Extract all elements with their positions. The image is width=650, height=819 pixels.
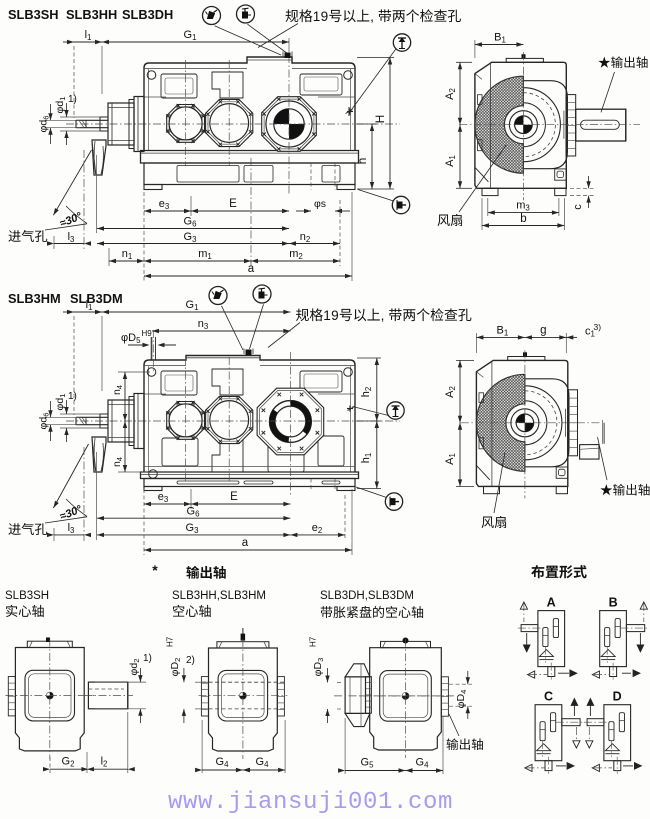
svg-text:m3: m3 (516, 200, 530, 213)
svg-text:B1: B1 (494, 32, 506, 45)
svg-text:l2: l2 (101, 756, 108, 769)
svg-text:A1: A1 (444, 155, 457, 167)
svg-text:,: , (381, 308, 385, 323)
svg-text:SLB3DM: SLB3DM (70, 291, 123, 306)
svg-text:h: h (355, 158, 369, 165)
svg-text:l1: l1 (86, 299, 93, 312)
svg-text:H7: H7 (309, 636, 318, 647)
svg-text:G1: G1 (186, 299, 199, 312)
svg-text:C: C (544, 690, 553, 704)
svg-text:φd6: φd6 (38, 413, 51, 430)
svg-text:e2: e2 (312, 522, 323, 535)
svg-text:G3: G3 (184, 231, 198, 244)
svg-text:www.jiansuji001.com: www.jiansuji001.com (168, 789, 453, 816)
svg-text:φs: φs (314, 198, 326, 210)
svg-text:A: A (547, 596, 556, 610)
svg-text:n1: n1 (122, 248, 133, 261)
svg-text:h2: h2 (360, 387, 373, 398)
svg-text:G1: G1 (184, 29, 197, 42)
svg-text:1): 1) (68, 94, 77, 105)
svg-text:a: a (242, 537, 249, 549)
svg-text:l3: l3 (68, 522, 75, 535)
svg-text:B: B (609, 596, 618, 610)
svg-text:φd1: φd1 (54, 97, 67, 114)
svg-text:m2: m2 (289, 248, 303, 261)
svg-text:*: * (152, 562, 158, 578)
svg-text:1): 1) (68, 391, 77, 402)
svg-text:G6: G6 (187, 506, 201, 519)
svg-text:SLB3HM: SLB3HM (8, 291, 61, 306)
svg-text:φD5: φD5 (121, 332, 141, 345)
svg-text:n2: n2 (300, 231, 311, 244)
svg-text:D: D (613, 690, 622, 704)
svg-text:SLB3HH: SLB3HH (66, 7, 117, 22)
svg-text:B1: B1 (497, 325, 509, 338)
svg-text:g: g (540, 325, 546, 337)
svg-text:n4: n4 (111, 457, 124, 467)
svg-text:G5: G5 (361, 757, 375, 770)
svg-text:c1: c1 (585, 326, 595, 339)
svg-text:A2: A2 (444, 386, 457, 398)
svg-text:,: , (370, 9, 374, 24)
svg-text:SLB3DH,SLB3DM: SLB3DH,SLB3DM (320, 590, 414, 602)
svg-text:E: E (229, 198, 237, 210)
svg-text:h1: h1 (360, 453, 373, 464)
svg-text:H7: H7 (166, 636, 175, 647)
svg-text:1: 1 (313, 9, 321, 24)
svg-text:SLB3SH: SLB3SH (8, 7, 59, 22)
svg-text:φd1: φd1 (54, 394, 67, 411)
svg-text:φD2: φD2 (169, 658, 182, 677)
svg-text:φD4: φD4 (455, 690, 468, 709)
svg-text:SLB3SH: SLB3SH (5, 590, 49, 602)
svg-text:n3: n3 (198, 318, 209, 331)
svg-text:a: a (248, 263, 255, 275)
svg-text:e3: e3 (158, 491, 169, 504)
svg-text:G3: G3 (186, 522, 200, 535)
svg-text:3): 3) (594, 322, 602, 332)
svg-text:m1: m1 (198, 248, 212, 261)
svg-text:e3: e3 (159, 198, 170, 211)
svg-text:G4: G4 (256, 756, 270, 769)
svg-text:A2: A2 (444, 88, 457, 100)
svg-text:1): 1) (143, 653, 152, 664)
svg-text:9: 9 (321, 9, 329, 24)
svg-text:G2: G2 (62, 756, 75, 769)
svg-text:b: b (520, 213, 526, 225)
svg-text:G4: G4 (416, 757, 430, 770)
svg-text:n4: n4 (111, 385, 124, 395)
svg-text:1: 1 (323, 308, 331, 323)
svg-text:φd2: φd2 (128, 659, 141, 676)
svg-text:c: c (572, 204, 584, 210)
svg-text:9: 9 (331, 308, 339, 323)
svg-text:SLB3DH: SLB3DH (122, 7, 173, 22)
svg-text:H9: H9 (142, 329, 153, 338)
svg-text:G6: G6 (184, 216, 198, 229)
svg-text:A1: A1 (444, 453, 457, 465)
svg-text:φD3: φD3 (312, 658, 325, 677)
svg-text:SLB3HH,SLB3HM: SLB3HH,SLB3HM (172, 590, 266, 602)
svg-text:φd6: φd6 (38, 116, 51, 133)
svg-text:H: H (373, 115, 387, 124)
svg-text:l3: l3 (68, 231, 75, 244)
svg-text:G4: G4 (216, 756, 230, 769)
svg-text:2): 2) (186, 655, 195, 666)
svg-text:l1: l1 (85, 29, 92, 42)
svg-text:E: E (230, 491, 238, 503)
